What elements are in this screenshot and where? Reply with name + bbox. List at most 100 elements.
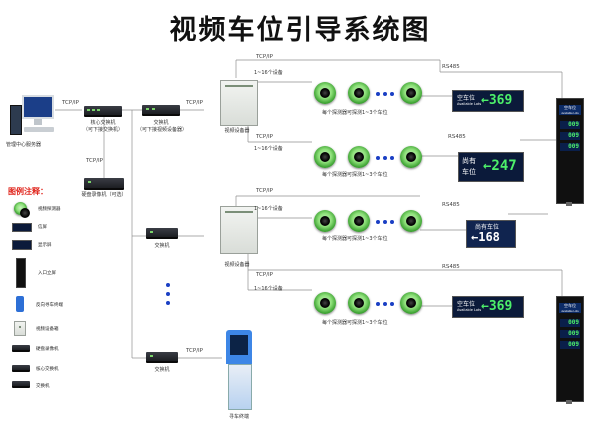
ellipsis-dot (390, 92, 394, 96)
nvr-label: 硬盘录像机（可选） (81, 192, 127, 198)
sign1-base (566, 202, 572, 206)
ellipsis-dots-vertical (166, 283, 170, 310)
rs485-label-3: RS485 (442, 202, 460, 208)
per-camera-note-1: 每个探测器可探测1~3个车位 (322, 110, 388, 116)
tcpip-label-nvr: TCP/IP (86, 158, 103, 164)
legend-nvr-icon (12, 345, 30, 352)
sign1-count-3: 009 (560, 143, 580, 151)
access-switch-top (142, 105, 180, 116)
access-switch-label: 交换机 (153, 120, 169, 126)
board3-number: ←168 (471, 230, 500, 244)
legend-switch-icon (12, 381, 30, 388)
tcpip-label-row2: TCP/IP (256, 134, 273, 140)
ellipsis-dot (376, 302, 380, 306)
bottom-switch-label: 交换机 (154, 367, 170, 373)
per-camera-note-2: 每个探测器可探测1~3个车位 (322, 172, 388, 178)
rs485-label-2: RS485 (448, 134, 466, 140)
server-label: 管理中心服务器 (6, 142, 42, 148)
video-device-label-1: 视频设备器 (224, 128, 250, 134)
ellipsis-dot (383, 156, 387, 160)
camera-icon (400, 146, 422, 168)
kiosk-terminal (222, 330, 256, 412)
sign2-base (566, 400, 572, 404)
server-computer (10, 95, 56, 139)
tcpip-label-switch: TCP/IP (186, 100, 203, 106)
camera-icon (348, 146, 370, 168)
cam-range-4: 1~16个设备 (254, 286, 283, 292)
video-device-box-1 (220, 80, 258, 126)
camera-icon (348, 292, 370, 314)
legend-title: 图例注释： (8, 187, 48, 196)
legend-camera-icon (14, 202, 30, 218)
sign2-count-1: 009 (560, 319, 580, 327)
camera-icon (314, 146, 336, 168)
video-device-box-2 (220, 206, 258, 254)
rs485-label-1: RS485 (442, 64, 460, 70)
legend-item-nvr: 硬盘录像机 (36, 347, 59, 352)
display-board-4: 空车位 Available Lots ←369 (452, 296, 524, 318)
tcpip-label-server: TCP/IP (62, 100, 79, 106)
ellipsis-dot (390, 220, 394, 224)
legend-item-device-box: 视频设备箱 (36, 327, 59, 332)
tcpip-label-dev2: TCP/IP (256, 188, 273, 194)
ellipsis-dot (390, 156, 394, 160)
kiosk-label: 寻车终端 (228, 414, 249, 420)
tcpip-label-terminal: TCP/IP (186, 348, 203, 354)
sign1-count-1: 009 (560, 121, 580, 129)
camera-icon (400, 210, 422, 232)
board2-number: ←247 (483, 158, 517, 174)
cam-range-2: 1~16个设备 (254, 146, 283, 152)
legend-item-terminal: 反向寻车终端 (36, 303, 63, 308)
sign2-count-2: 009 (560, 330, 580, 338)
mid-switch-label: 交换机 (154, 243, 170, 249)
legend-terminal-icon (16, 296, 24, 312)
camera-icon (314, 292, 336, 314)
board1-text2: Available Lots (457, 102, 482, 106)
ellipsis-dot (390, 302, 394, 306)
sign1-count-2: 009 (560, 132, 580, 140)
board2-text1: 尚有 (462, 157, 476, 165)
sign2-count-3: 009 (560, 341, 580, 349)
legend-item-camera: 视频探测器 (38, 207, 61, 212)
legend-item-switch: 交换机 (36, 384, 50, 389)
ellipsis-dot (376, 156, 380, 160)
display-board-1: 空车位 Available Lots ←369 (452, 90, 524, 112)
board1-number: ←369 (481, 93, 513, 108)
nvr-device (84, 178, 124, 190)
tcpip-label-dev1: TCP/IP (256, 54, 273, 60)
access-switch-note: （可下接视频设备器） (136, 127, 187, 133)
cam-range-1: 1~16个设备 (254, 70, 283, 76)
legend-entrance-sign-icon (16, 258, 26, 288)
camera-icon (400, 82, 422, 104)
legend-item-entrance-sign: 入口立屏 (38, 271, 56, 276)
board1-text1: 空车位 (457, 95, 476, 102)
rs485-label-4: RS485 (442, 264, 460, 270)
per-camera-note-4: 每个探测器可探测1~3个车位 (322, 320, 388, 326)
ellipsis-dot (376, 220, 380, 224)
tcpip-label-row4: TCP/IP (256, 272, 273, 278)
legend-display-icon (12, 240, 32, 250)
video-device-label-2: 视频设备器 (224, 262, 250, 268)
core-switch-note: （可下接交换机） (82, 127, 123, 133)
camera-icon (400, 292, 422, 314)
board2-text2: 车位 (462, 168, 476, 176)
board4-text1: 空车位 (457, 301, 476, 308)
cam-range-3: 1~16个设备 (254, 206, 283, 212)
ellipsis-dot (376, 92, 380, 96)
per-camera-note-3: 每个探测器可探测1~3个车位 (322, 236, 388, 242)
core-switch (84, 106, 122, 117)
board4-text2: Available Lots (457, 308, 482, 312)
legend-item-core-switch: 核心交换机 (36, 367, 59, 372)
display-board-2: 尚有 车位 ←247 (458, 152, 524, 182)
board4-number: ←369 (481, 299, 513, 314)
legend-core-switch-icon (12, 365, 30, 372)
board3-text1: 尚有车位 (475, 224, 500, 231)
legend-board-icon (12, 223, 32, 232)
core-switch-label: 核心交换机 (90, 120, 116, 126)
display-board-3: 尚有车位 ←168 (466, 220, 516, 248)
ellipsis-dot (383, 220, 387, 224)
